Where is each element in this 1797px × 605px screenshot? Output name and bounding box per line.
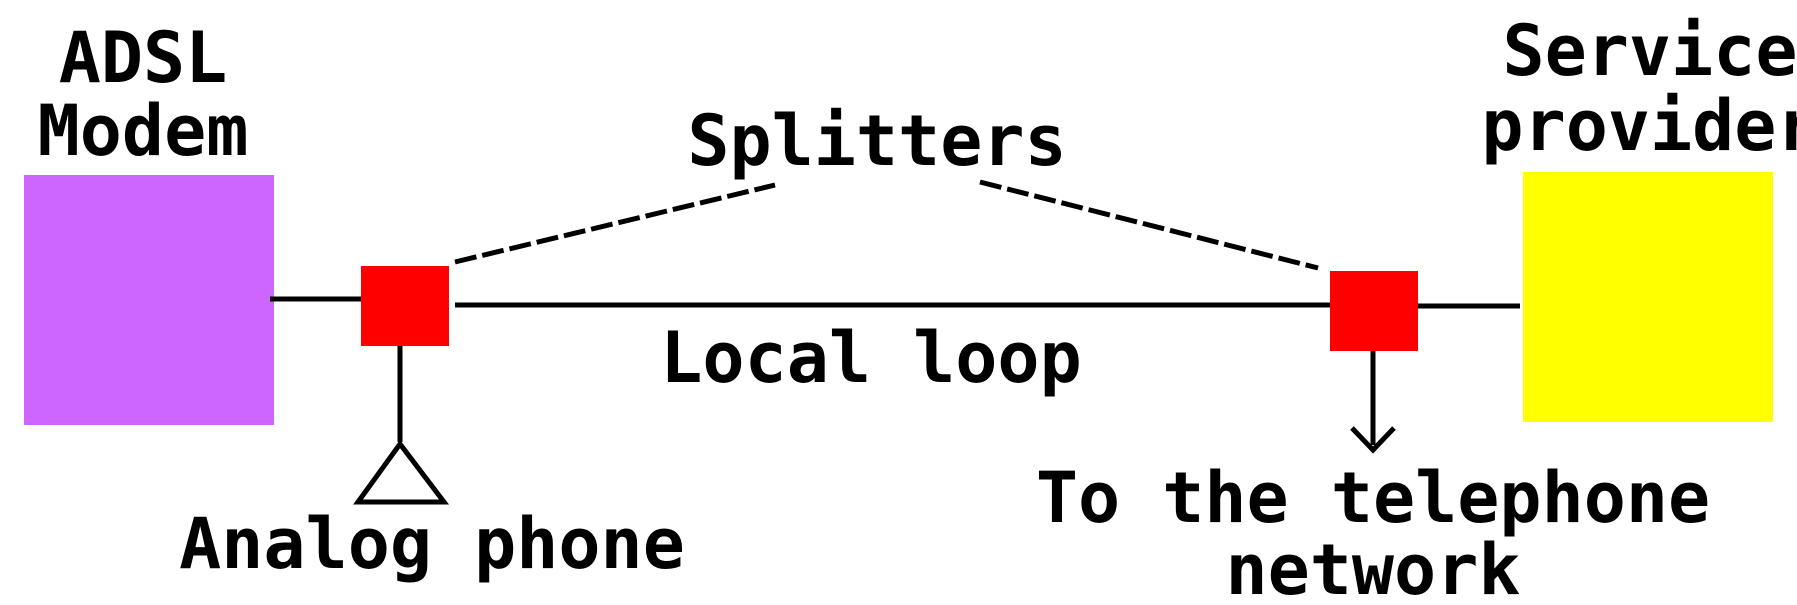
service-provider-label-line1: Service [1502, 10, 1797, 92]
telephone-network-label-line1: To the telephone [1036, 457, 1710, 539]
telephone-network-label-line2: network [1225, 529, 1520, 600]
down-arrow-icon [1350, 426, 1396, 454]
adsl-modem-box [24, 175, 274, 425]
analog-phone-label: Analog phone [179, 503, 685, 585]
right-leader-line [979, 179, 1319, 271]
right-splitter [1330, 271, 1418, 351]
left-leader-line [454, 182, 776, 265]
adsl-modem-label-line1: ADSL [59, 17, 228, 99]
service-provider-label-line2: provider [1481, 85, 1797, 167]
adsl-modem-label-line2: Modem [38, 90, 249, 172]
connection-lines [270, 296, 1520, 445]
local-loop-label: Local loop [660, 317, 1081, 399]
splitter-leader-lines [454, 179, 1319, 271]
left-splitter [361, 266, 449, 346]
analog-phone-icon [353, 439, 450, 505]
service-provider-box [1523, 172, 1773, 422]
splitters-label: Splitters [687, 100, 1066, 182]
